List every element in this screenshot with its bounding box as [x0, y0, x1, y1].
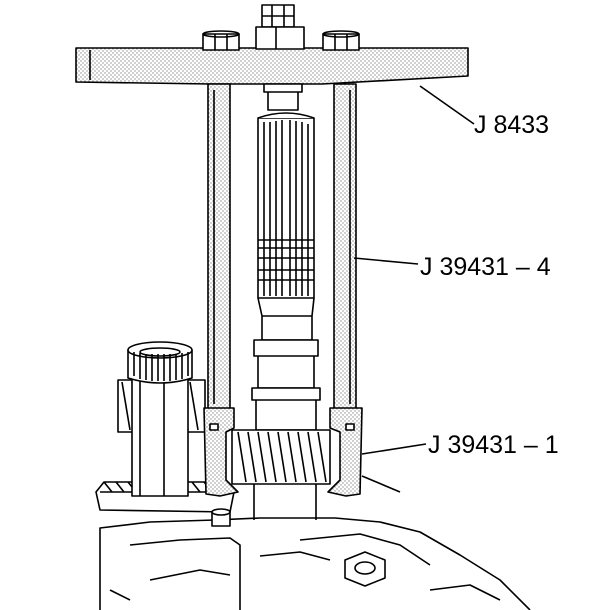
- crossbar-bolt-right: [322, 30, 360, 51]
- callout-j39431-1: J 39431 – 1: [428, 431, 559, 459]
- leader-line-jaw-tail: [361, 475, 401, 493]
- small-bolt: [211, 508, 231, 527]
- forcing-screw: [255, 4, 305, 93]
- main-shaft: [251, 88, 321, 431]
- leader-line-j39431-4: [353, 257, 419, 265]
- puller-jaw-right: [327, 407, 363, 497]
- callout-j8433: J 8433: [474, 111, 550, 139]
- crossbar-bolt-left: [202, 30, 240, 51]
- transmission-housing: [99, 517, 531, 610]
- bolt-head-bottom: [344, 551, 386, 587]
- puller-jaw-left: [203, 407, 239, 497]
- helical-gear: [231, 429, 331, 520]
- callout-j39431-4: J 39431 – 4: [420, 253, 551, 281]
- puller-crossbar: [75, 47, 469, 85]
- puller-leg-left: [207, 83, 231, 411]
- puller-leg-right: [333, 83, 357, 411]
- counter-gear-left: [95, 341, 235, 513]
- leader-line-j8433: [419, 85, 475, 125]
- leader-line-j39431-1: [361, 443, 427, 455]
